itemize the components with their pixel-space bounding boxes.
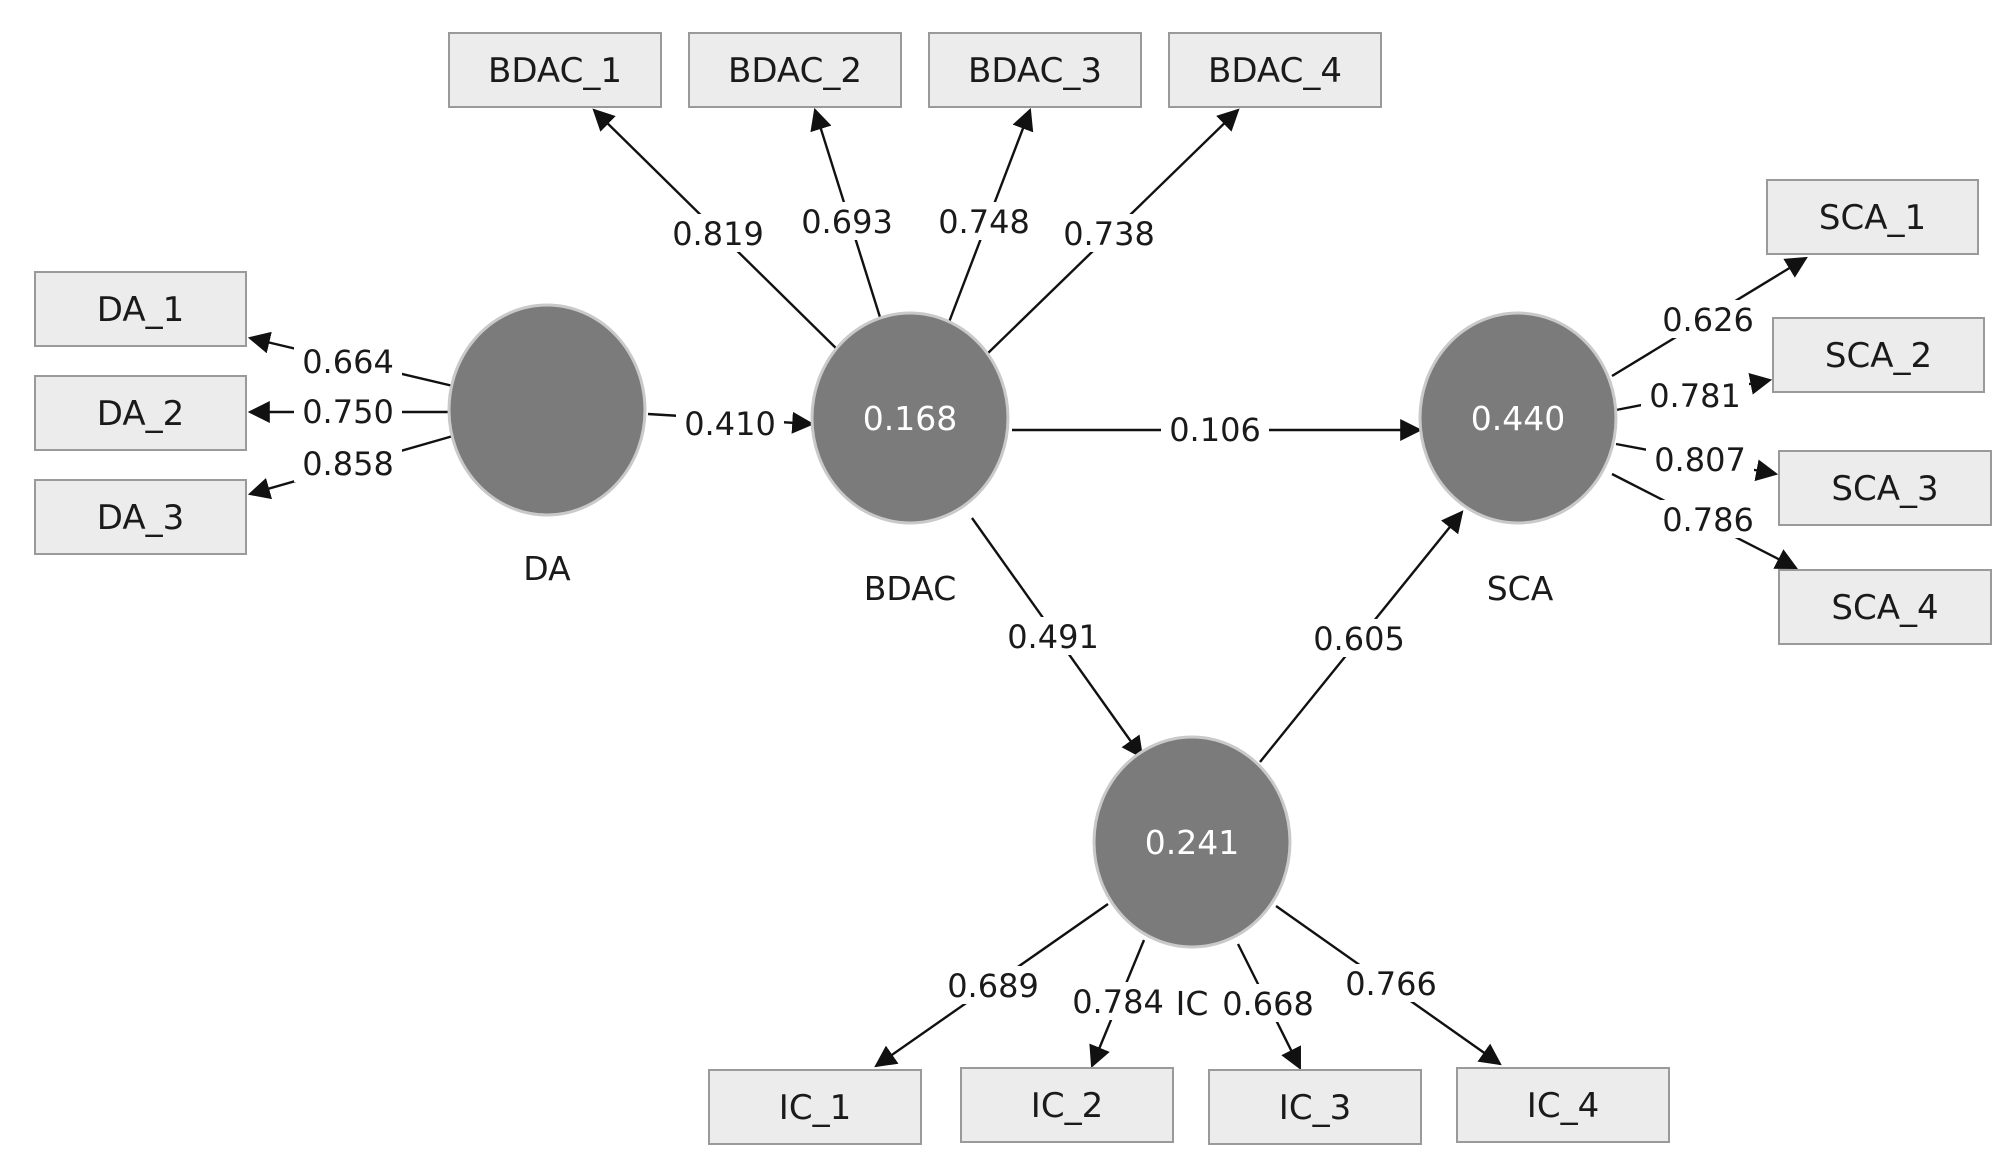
weight-label-bg <box>1641 376 1749 414</box>
weight-label-bg <box>1646 440 1754 478</box>
construct-da <box>447 303 647 517</box>
indicator-box-da-2 <box>34 375 247 451</box>
weight-label-bg <box>1337 964 1445 1002</box>
loading-weight-bdac-bdac_3: 0.748 <box>938 203 1030 241</box>
indicator-label-sca-2: SCA_2 <box>1825 336 1932 376</box>
loading-weight-da-da_3: 0.858 <box>302 445 394 483</box>
construct-r2-sca: 0.440 <box>1471 399 1565 438</box>
weight-label-bg <box>999 617 1107 655</box>
construct-label-ic: IC <box>1176 984 1209 1023</box>
loading-weight-sca-sca_4: 0.786 <box>1662 501 1754 539</box>
weight-label-bg <box>294 444 402 482</box>
indicator-label-bdac-2: BDAC_2 <box>728 51 862 91</box>
weight-label-bg <box>1654 300 1762 338</box>
weight-label-bg <box>664 214 772 252</box>
indicator-box-sca-2 <box>1772 317 1985 393</box>
construct-label-sca: SCA <box>1487 569 1554 608</box>
weight-label-bg <box>1214 984 1322 1022</box>
loading-weight-ic-ic_4: 0.766 <box>1345 965 1437 1003</box>
indicator-box-bdac-3 <box>928 32 1142 108</box>
indicator-label-ic-3: IC_3 <box>1279 1088 1351 1128</box>
loading-weight-da-da_1: 0.664 <box>302 343 394 381</box>
weight-label-bg <box>1305 619 1413 657</box>
construct-sca <box>1418 311 1618 525</box>
weight-label-bg <box>1064 982 1172 1020</box>
weight-label-bg <box>793 202 901 240</box>
indicator-label-bdac-3: BDAC_3 <box>968 51 1102 91</box>
indicator-label-sca-1: SCA_1 <box>1819 198 1926 238</box>
loading-weight-bdac-bdac_1: 0.819 <box>672 215 764 253</box>
weight-label-bg <box>1654 500 1762 538</box>
indicator-label-bdac-1: BDAC_1 <box>488 51 622 91</box>
loading-weight-bdac-bdac_4: 0.738 <box>1063 215 1155 253</box>
indicator-box-ic-3 <box>1208 1069 1422 1145</box>
path-weight-ic-sca: 0.605 <box>1313 620 1405 658</box>
construct-r2-bdac: 0.168 <box>863 399 957 438</box>
indicator-box-bdac-1 <box>448 32 662 108</box>
loading-weight-bdac-bdac_2: 0.693 <box>801 203 893 241</box>
loading-weight-sca-sca_2: 0.781 <box>1649 377 1741 415</box>
construct-label-bdac: BDAC <box>864 569 957 608</box>
indicator-label-ic-4: IC_4 <box>1527 1086 1599 1126</box>
indicator-label-ic-2: IC_2 <box>1031 1086 1103 1126</box>
loading-weight-sca-sca_3: 0.807 <box>1654 441 1746 479</box>
indicator-label-sca-4: SCA_4 <box>1831 588 1938 628</box>
construct-ic <box>1092 735 1292 949</box>
path-weight-da-bdac: 0.410 <box>684 405 776 443</box>
indicator-box-sca-3 <box>1778 450 1992 526</box>
loading-weight-sca-sca_1: 0.626 <box>1662 301 1754 339</box>
indicator-box-sca-1 <box>1766 179 1979 255</box>
weight-label-bg <box>294 392 402 430</box>
indicator-label-da-3: DA_3 <box>97 498 184 538</box>
indicator-label-ic-1: IC_1 <box>779 1088 851 1128</box>
indicator-label-da-1: DA_1 <box>97 290 184 330</box>
construct-bdac <box>810 311 1010 525</box>
construct-r2-ic: 0.241 <box>1145 823 1239 862</box>
loading-weight-ic-ic_1: 0.689 <box>947 967 1039 1005</box>
weight-label-bg <box>930 202 1038 240</box>
indicator-label-sca-3: SCA_3 <box>1831 469 1938 509</box>
indicator-box-ic-1 <box>708 1069 922 1145</box>
weights-layer: 0.410 0.106 0.491 0.605 0.664 0.750 0.858 0.819… <box>294 202 1762 1023</box>
path-weight-bdac-sca: 0.106 <box>1169 411 1261 449</box>
edges-layer <box>247 107 1808 1070</box>
weight-label-bg <box>676 404 784 442</box>
indicator-box-da-1 <box>34 271 247 347</box>
indicator-box-sca-4 <box>1778 569 1992 645</box>
loading-weight-ic-ic_3: 0.668 <box>1222 985 1314 1023</box>
weight-label-bg <box>939 966 1047 1004</box>
indicator-label-da-2: DA_2 <box>97 394 184 434</box>
indicator-box-bdac-2 <box>688 32 902 108</box>
weight-label-bg <box>1055 214 1163 252</box>
indicator-box-bdac-4 <box>1168 32 1382 108</box>
indicator-box-da-3 <box>34 479 247 555</box>
weight-label-bg <box>294 342 402 380</box>
weight-label-bg <box>1161 410 1269 448</box>
indicator-box-ic-2 <box>960 1067 1174 1143</box>
indicator-label-bdac-4: BDAC_4 <box>1208 51 1342 91</box>
indicators-layer: DA_1DA_2DA_3 BDAC_1 BDAC_2 BDAC_3 BDAC_4SCA_… <box>34 32 1992 1145</box>
indicator-box-ic-4 <box>1456 1067 1670 1143</box>
loading-weight-da-da_2: 0.750 <box>302 393 394 431</box>
construct-label-da: DA <box>523 549 571 588</box>
loading-weight-ic-ic_2: 0.784 <box>1072 983 1164 1021</box>
path-weight-bdac-ic: 0.491 <box>1007 618 1099 656</box>
